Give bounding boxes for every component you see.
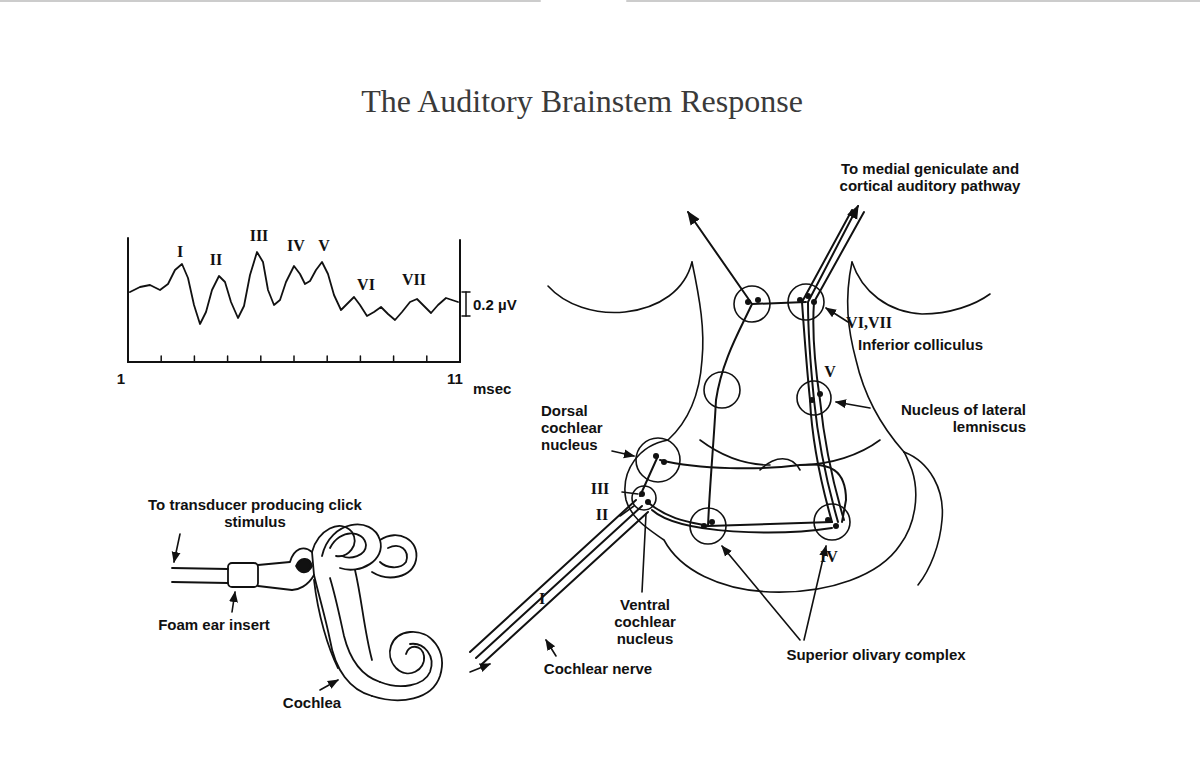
axis-tick <box>426 356 428 362</box>
peak-label: II <box>210 251 222 268</box>
wave-origin: IV <box>820 548 838 565</box>
axis-tick <box>227 356 229 362</box>
axis-tick <box>459 356 461 362</box>
abr-waveform <box>130 252 458 324</box>
leader-arrow <box>470 664 490 672</box>
callout-label: Superior olivary complex <box>786 646 965 663</box>
axis-tick <box>326 356 328 362</box>
peak-label: IV <box>287 237 305 254</box>
callout-label: Foam ear insert <box>158 616 270 633</box>
wave-origin: I <box>539 590 545 607</box>
peak-label: I <box>177 243 183 260</box>
title: The Auditory Brainstem Response <box>361 82 803 120</box>
wave-origin: II <box>596 506 608 523</box>
leader-arrow <box>174 534 180 562</box>
axis-label: 1 <box>117 370 125 387</box>
waveform-axes <box>128 238 470 362</box>
callout-label: Cochlear nerve <box>544 660 652 677</box>
wave-origin: VI,VII <box>846 314 892 331</box>
callout-label: Dorsal cochlear nucleus <box>541 402 631 453</box>
wave-origin: III <box>591 480 610 497</box>
axis-tick <box>127 356 129 362</box>
wave-origin: V <box>824 363 836 380</box>
axis-unit: msec <box>473 380 511 397</box>
peak-label: III <box>250 227 269 244</box>
axis-tick <box>260 356 262 362</box>
callout-label: Inferior colliculus <box>858 336 983 353</box>
leader-arrow <box>320 680 338 690</box>
ear-illustration <box>172 524 442 700</box>
peak-label: V <box>318 237 330 254</box>
callout-label: Ventral cochlear nucleus <box>605 596 685 647</box>
scale-bar-label: 0.2 µV <box>473 296 517 313</box>
callout-label: To transducer producing click stimulus <box>148 496 363 530</box>
peak-label: VI <box>357 276 375 293</box>
callout-label: To medial geniculate and cortical audito… <box>815 160 1045 194</box>
axis-tick <box>160 356 162 362</box>
axis-tick <box>194 356 196 362</box>
axis-label: 11 <box>447 370 463 387</box>
auditory-fibers <box>470 206 864 664</box>
callout-label: Cochlea <box>283 694 341 711</box>
axis-tick <box>360 356 362 362</box>
axis-tick <box>293 356 295 362</box>
leader-lines <box>546 308 870 656</box>
leader-arrow <box>232 592 235 612</box>
callout-label: Nucleus of lateral lemniscus <box>866 401 1026 435</box>
axis-tick <box>393 356 395 362</box>
peak-label: VII <box>402 271 426 288</box>
